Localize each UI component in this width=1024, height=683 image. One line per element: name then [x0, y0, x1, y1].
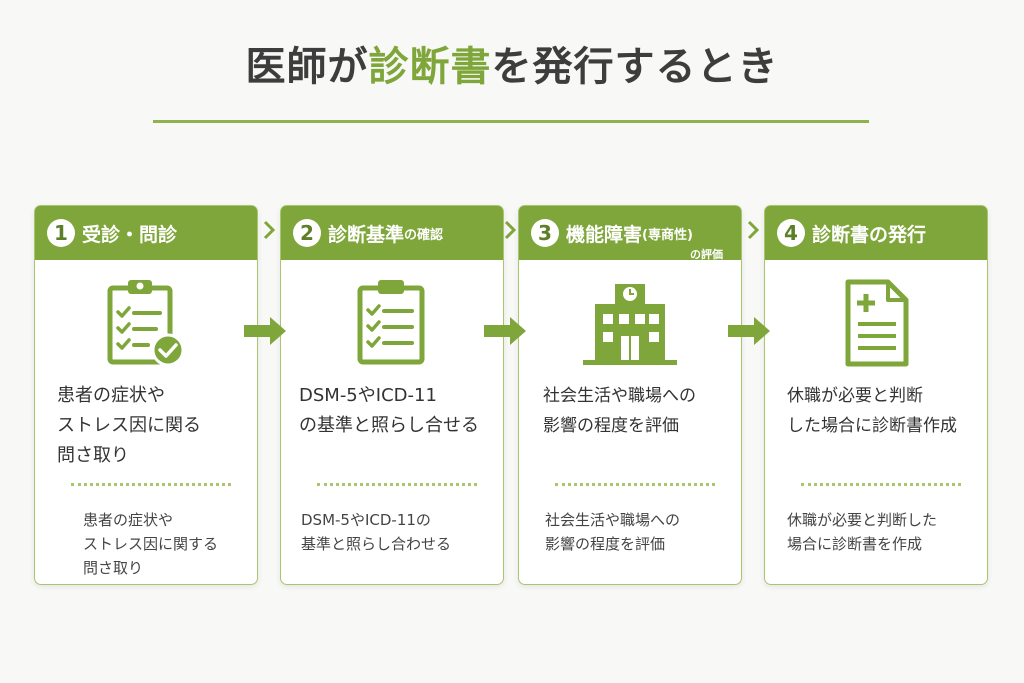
step-number-1: 1	[47, 219, 75, 247]
step-header-4: 4 診断書の発行	[765, 206, 987, 260]
document-plus-icon	[765, 278, 987, 368]
step-label-2: 診断基準	[328, 223, 405, 246]
step-main-text-1: 患者の症状や ストレス因に関る 問さ取り	[57, 385, 201, 466]
step-label-1: 受診・問診	[82, 223, 178, 246]
chevron-right-icon	[745, 219, 761, 241]
chevron-right-icon	[261, 219, 277, 241]
step-sub-text-2: DSM-5やICD-11の 基準と照らし合わせる	[301, 511, 452, 553]
chevron-right-icon	[502, 219, 518, 241]
dotted-divider	[801, 483, 961, 486]
step-card-4: 4 診断書の発行 休職が必要と判断 した場合に診断書作成 休職が必要と判断した …	[764, 205, 988, 585]
step-header-2: 2 診断基準の確認	[281, 206, 503, 260]
arrow-right-icon	[728, 316, 772, 346]
title-part2: を発行するとき	[491, 44, 779, 90]
step-sub-text-3: 社会生活や職場への 影響の程度を評価	[545, 511, 681, 553]
step-sub-text-1: 患者の症状や ストレス因に関する 問さ取り	[83, 511, 219, 577]
step-card-1: 1 受診・問診 患者の症状や ストレス因に関る 問さ取り 患者の症状や ストレス…	[34, 205, 258, 585]
dotted-divider	[555, 483, 715, 486]
title-part1: 医師が	[245, 44, 369, 90]
step-number-3: 3	[531, 219, 559, 247]
clipboard-check-icon	[35, 278, 257, 368]
dotted-divider	[317, 483, 477, 486]
office-building-icon	[519, 278, 741, 368]
step-card-2: 2 診断基準の確認 DSM-5やICD-11 の基準と照らし合せる DSM-5や…	[280, 205, 504, 585]
step-main-text-2: DSM-5やICD-11 の基準と照らし合せる	[299, 385, 479, 436]
step-label-3: 機能障害	[566, 223, 643, 246]
step-main-text-4: 休職が必要と判断 した場合に診断書作成	[787, 386, 957, 436]
step-label-sub-3: の評価	[690, 248, 723, 261]
step-header-3: 3 機能障害(専商性) の評価	[519, 206, 741, 261]
step-card-3: 3 機能障害(専商性) の評価 社会生活や職場への 影響の程度を評価 社会生活や…	[518, 205, 742, 585]
arrow-right-icon	[484, 316, 528, 346]
checklist-icon	[281, 278, 503, 368]
step-label-small-3: (専商性)	[642, 227, 693, 243]
step-label-small-2: の確認	[404, 227, 444, 243]
step-label-4: 診断書の発行	[812, 223, 927, 246]
page-title: 医師が診断書を発行するとき	[0, 34, 1024, 92]
title-underline	[153, 120, 869, 123]
step-number-4: 4	[777, 219, 805, 247]
step-header-1: 1 受診・問診	[35, 206, 257, 260]
step-sub-text-4: 休職が必要と判断した 場合に診断書を作成	[787, 511, 938, 553]
step-number-2: 2	[293, 219, 321, 247]
arrow-right-icon	[244, 316, 288, 346]
step-main-text-3: 社会生活や職場への 影響の程度を評価	[543, 386, 696, 436]
title-accent: 診断書	[368, 44, 492, 90]
dotted-divider	[71, 483, 231, 486]
